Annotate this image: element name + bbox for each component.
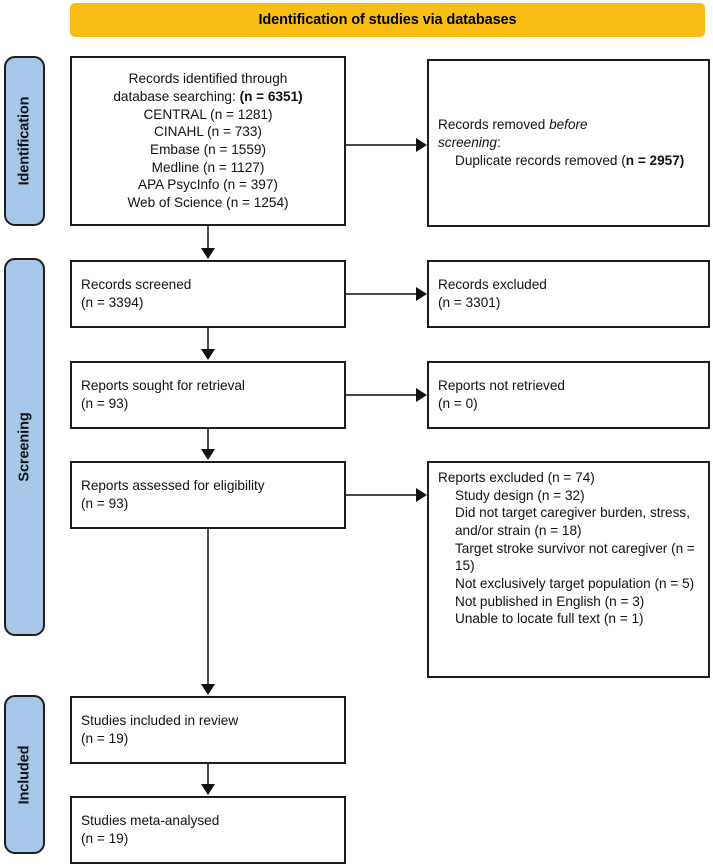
source-embase: Embase (n = 1559) — [150, 142, 266, 157]
connector-identified-to-screened-line — [207, 226, 209, 250]
connector-identified-to-removed-line — [346, 144, 418, 146]
records-excluded-count: (n = 3301) — [438, 295, 501, 310]
box-records-excluded: Records excluded (n = 3301) — [427, 260, 710, 328]
reports-excluded-heading: Reports excluded (n = 74) — [438, 470, 595, 485]
source-web-of-science: Web of Science (n = 1254) — [127, 195, 289, 211]
connector-screened-to-excluded-arrow — [416, 287, 427, 301]
stage-label-included-text: Included — [16, 745, 33, 804]
connector-sought-to-assessed-arrow — [201, 449, 215, 460]
records-removed-line1: Records removed before — [438, 116, 699, 134]
source-apa-psycinfo: APA PsycInfo (n = 397) — [138, 177, 278, 193]
studies-included-label: Studies included in review — [81, 713, 239, 729]
studies-included-count: (n = 19) — [81, 731, 129, 746]
records-removed-line2: screening: — [438, 134, 699, 152]
reports-sought-label: Reports sought for retrieval — [81, 378, 245, 394]
exclusion-reason-target-stroke-survivor: Target stroke survivor not caregiver (n … — [455, 540, 695, 574]
stage-label-identification-text: Identification — [16, 96, 33, 186]
records-removed-colon: : — [496, 135, 501, 151]
banner-identification-via-databases: Identification of studies via databases — [70, 3, 705, 37]
studies-meta-analysed-label: Studies meta-analysed — [81, 813, 220, 829]
connector-screened-to-sought-line — [207, 328, 209, 351]
box-studies-meta-analysed: Studies meta-analysed (n = 19) — [70, 796, 346, 864]
box-reports-not-retrieved: Reports not retrieved (n = 0) — [427, 361, 710, 429]
exclusion-reason-not-exclusively-target-population: Not exclusively target population (n = 5… — [455, 576, 695, 592]
records-removed-screening-italic: screening — [438, 135, 497, 151]
connector-assessed-to-reports-excluded-arrow — [416, 488, 427, 502]
box-reports-excluded: Reports excluded (n = 74) Study design (… — [427, 461, 710, 678]
connector-sought-to-not-retrieved-line — [346, 394, 418, 396]
records-removed-line3: Duplicate records removed (n = 2957) — [438, 152, 699, 170]
records-removed-before-italic: before — [549, 117, 588, 133]
records-screened-label: Records screened — [81, 277, 192, 293]
connector-sought-to-assessed-line — [207, 429, 209, 451]
reports-not-retrieved-label: Reports not retrieved — [438, 378, 565, 394]
box-records-screened: Records screened (n = 3394) — [70, 260, 346, 328]
source-central: CENTRAL (n = 1281) — [143, 106, 273, 122]
reports-not-retrieved-count: (n = 0) — [438, 396, 478, 411]
stage-label-identification: Identification — [4, 56, 45, 226]
connector-sought-to-not-retrieved-arrow — [416, 388, 427, 402]
exclusion-reason-not-published-in-english: Not published in English (n = 3) — [455, 593, 645, 609]
source-medline: Medline (n = 1127) — [151, 159, 265, 175]
records-identified-total: (n = 6351) — [239, 88, 303, 104]
studies-meta-analysed-count: (n = 19) — [81, 831, 129, 846]
stage-label-screening-text: Screening — [16, 412, 33, 482]
reports-assessed-count: (n = 93) — [81, 496, 129, 511]
connector-assessed-to-included-line — [207, 529, 209, 687]
records-removed-line1-prefix: Records removed — [438, 117, 550, 133]
exclusion-reason-not-caregiver-burden: Did not target caregiver burden, stress,… — [455, 505, 690, 539]
connector-included-to-meta-arrow — [201, 784, 215, 795]
box-records-removed-before-screening: Records removed before screening: Duplic… — [427, 59, 710, 227]
records-excluded-label: Records excluded — [438, 277, 547, 293]
connector-assessed-to-included-arrow — [201, 684, 215, 695]
records-screened-count: (n = 3394) — [81, 295, 144, 310]
reports-sought-count: (n = 93) — [81, 396, 129, 411]
stage-label-included: Included — [4, 695, 45, 854]
box-studies-included-in-review: Studies included in review (n = 19) — [70, 696, 346, 764]
connector-screened-to-excluded-line — [346, 293, 418, 295]
exclusion-reason-study-design: Study design (n = 32) — [455, 487, 585, 503]
connector-identified-to-screened-arrow — [201, 248, 215, 259]
source-cinahl: CINAHL (n = 733) — [154, 124, 262, 140]
box-records-identified: Records identified through database sear… — [70, 56, 346, 226]
reports-assessed-label: Reports assessed for eligibility — [81, 478, 265, 494]
records-identified-line2: database searching: (n = 6351) — [81, 88, 335, 106]
records-identified-line1: Records identified through — [128, 71, 288, 87]
connector-included-to-meta-line — [207, 764, 209, 786]
stage-label-screening: Screening — [4, 258, 45, 636]
duplicate-records-removed-prefix: Duplicate records removed ( — [455, 152, 626, 168]
banner-label: Identification of studies via databases — [258, 12, 517, 28]
connector-screened-to-sought-arrow — [201, 349, 215, 360]
connector-assessed-to-reports-excluded-line — [346, 494, 418, 496]
duplicate-records-removed-count: n = 2957) — [625, 152, 685, 168]
box-reports-sought-for-retrieval: Reports sought for retrieval (n = 93) — [70, 361, 346, 429]
connector-identified-to-removed-arrow — [416, 138, 427, 152]
records-identified-line2-prefix: database searching: — [113, 88, 240, 104]
exclusion-reason-unable-to-locate-full-text: Unable to locate full text (n = 1) — [455, 611, 644, 627]
box-reports-assessed-for-eligibility: Reports assessed for eligibility (n = 93… — [70, 461, 346, 529]
